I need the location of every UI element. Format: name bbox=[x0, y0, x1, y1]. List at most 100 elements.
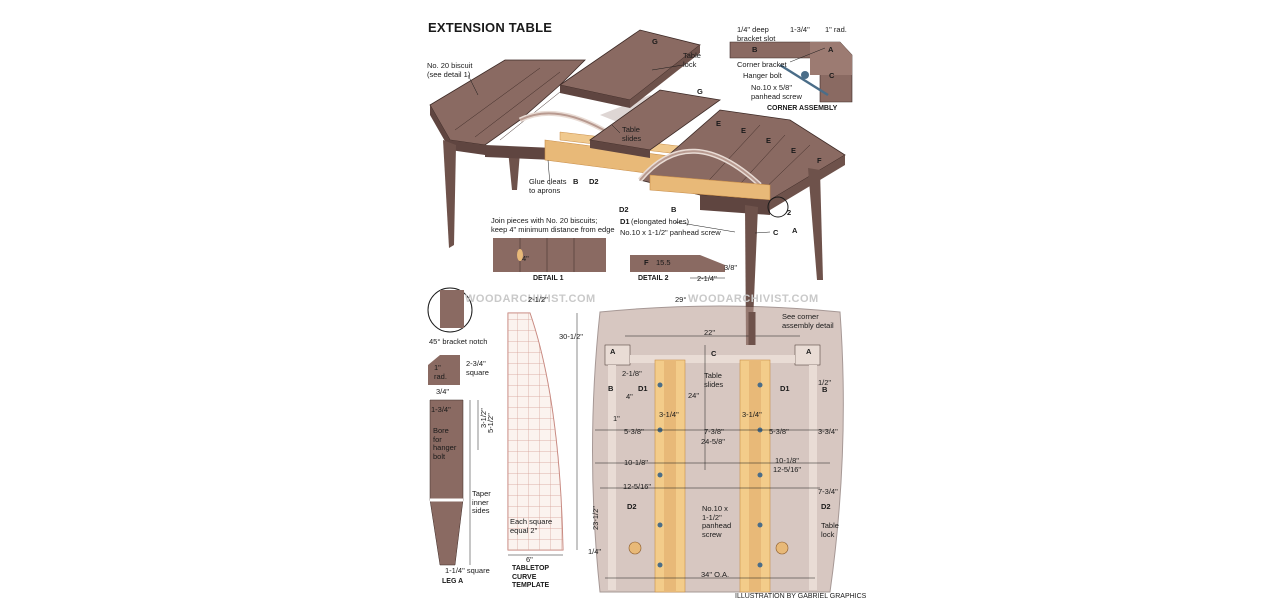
plan-dim-4: 4" bbox=[626, 392, 633, 401]
detail-2-dim2: 2-1/4" bbox=[697, 274, 717, 283]
plan-dim-2-1-8: 2-1/8" bbox=[622, 369, 642, 378]
plan-dim-1-2: 1/2" bbox=[818, 378, 832, 387]
curve-template-drawing bbox=[507, 312, 578, 556]
table-slides-label: Table slides bbox=[622, 125, 642, 143]
plan-part-d1-left: D1 bbox=[638, 384, 648, 393]
leg-right-back bbox=[808, 168, 823, 280]
template-caption: TABLETOP CURVE TEMPLATE bbox=[512, 565, 550, 589]
plan-dim-12-5-16a: 12-5/16" bbox=[623, 482, 652, 491]
template-note: Each square equal 2" bbox=[510, 517, 553, 535]
watermark-left: WOODARCHIVIST.COM bbox=[465, 293, 596, 305]
part-letter-g1: G bbox=[652, 37, 658, 46]
part-letter-d2a: D2 bbox=[589, 177, 599, 186]
plan-part-b-right: B bbox=[822, 385, 828, 394]
leg-notch-label: 45° bracket notch bbox=[429, 337, 488, 346]
plan-see-corner: See corner assembly detail bbox=[782, 312, 834, 330]
part-letter-e4: E bbox=[791, 146, 797, 155]
part-letter-c: C bbox=[773, 228, 779, 237]
plan-dim-5-3-8b: 5-3/8" bbox=[769, 427, 789, 436]
plan-overall-dim: 34" O.A. bbox=[701, 570, 730, 579]
detail-1-drawing bbox=[493, 238, 606, 272]
detail-2-dim3: 3/8" bbox=[724, 263, 738, 272]
part-letter-b1: B bbox=[573, 177, 579, 186]
corner-letter-b: B bbox=[752, 45, 758, 54]
template-grid bbox=[507, 312, 564, 551]
corner-bolt-label: Hanger bolt bbox=[743, 71, 782, 80]
detail-1-caption: DETAIL 1 bbox=[533, 275, 564, 282]
part-letter-e2: E bbox=[741, 126, 747, 135]
plan-part-d1-right: D1 bbox=[780, 384, 790, 393]
part-letter-g2: G bbox=[697, 87, 703, 96]
plan-lock-label: Table lock bbox=[821, 521, 839, 539]
part-letter-f: F bbox=[817, 156, 822, 165]
leg-bore-label: Bore for hanger bolt bbox=[433, 426, 457, 461]
leg-left-front bbox=[443, 140, 456, 248]
detail-2-caption: DETAIL 2 bbox=[638, 275, 669, 282]
corner-assembly-drawing bbox=[729, 41, 853, 103]
plan-dim-23-1-2: 23-1/2" bbox=[591, 506, 600, 530]
plan-part-c: C bbox=[711, 349, 717, 358]
corner-caption: CORNER ASSEMBLY bbox=[767, 105, 838, 112]
plan-dim-3-3-4: 3-3/4" bbox=[818, 427, 838, 436]
plan-part-a-left: A bbox=[610, 347, 616, 356]
plan-dim-10-1-8a: 10-1/8" bbox=[624, 458, 648, 467]
part-letter-b2: B bbox=[671, 205, 677, 214]
plan-part-b-left: B bbox=[608, 384, 614, 393]
part-letter-a: A bbox=[792, 226, 798, 235]
plan-dim-3-1-4b: 3-1/4" bbox=[742, 410, 762, 419]
plan-part-d2-left: D2 bbox=[627, 502, 637, 511]
part-letter-d2b: D2 bbox=[619, 205, 629, 214]
plan-dim-1: 1" bbox=[613, 414, 620, 423]
template-height-dim: 30-1/2" bbox=[559, 332, 583, 341]
plan-view-drawing bbox=[592, 305, 844, 593]
table-lock-label: Table lock bbox=[683, 51, 701, 69]
part-letter-e1: E bbox=[716, 119, 722, 128]
detail-2-drawing bbox=[630, 255, 725, 279]
part-letter-d1: D1 bbox=[620, 217, 630, 226]
plan-dim-7-3-4: 7-3/4" bbox=[818, 487, 838, 496]
leg-dim1-label: 1-3/4" bbox=[431, 405, 451, 414]
biscuit-label: No. 20 biscuit (see detail 1) bbox=[427, 61, 473, 79]
exploded-view bbox=[429, 29, 846, 345]
plan-dim-24-5-8: 24-5/8" bbox=[701, 437, 725, 446]
plan-dim-3-1-4a: 3-1/4" bbox=[659, 410, 679, 419]
detail-2-callout bbox=[767, 196, 789, 218]
detail-1-note: Join pieces with No. 20 biscuits; keep 4… bbox=[491, 216, 615, 234]
plan-part-d2-right: D2 bbox=[821, 502, 831, 511]
page-title: EXTENSION TABLE bbox=[428, 20, 553, 35]
leg-caption: LEG A bbox=[442, 578, 464, 585]
template-top-dim: 2-1/2" bbox=[528, 295, 548, 304]
left-leaf-top bbox=[429, 59, 586, 146]
corner-radius-label: 1" rad. bbox=[825, 25, 847, 34]
detail-number-2: 2 bbox=[787, 208, 792, 217]
plan-slides-label: Table slides bbox=[704, 371, 724, 389]
glue-cleats-label: Glue cleats to aprons bbox=[529, 177, 567, 195]
detail-2-dim1: 15.5 bbox=[656, 258, 671, 267]
leg-taper-label: Taper inner sides bbox=[472, 489, 491, 515]
plan-dim-10-1-8b: 10-1/8" bbox=[775, 456, 799, 465]
detail-1-dim: 4" bbox=[522, 254, 529, 263]
illustration-credit: ILLUSTRATION BY GABRIEL GRAPHICS bbox=[735, 593, 867, 600]
plan-angle: 29° bbox=[675, 295, 687, 304]
plan-dim-1-4: 1/4" bbox=[588, 547, 602, 556]
corner-letter-c: C bbox=[829, 71, 835, 80]
d1-note: (elongated holes) bbox=[631, 217, 689, 226]
plan-dim-5-3-8a: 5-3/8" bbox=[624, 427, 644, 436]
leg-dim3-label: 5-1/2" bbox=[486, 413, 495, 433]
plan-dim-24: 24" bbox=[688, 391, 700, 400]
corner-slot-label: 1/4" deep bracket slot bbox=[737, 25, 776, 43]
leg-width-label: 3/4" bbox=[436, 387, 450, 396]
plan-dim-7-3-8: 7-3/8" bbox=[704, 427, 724, 436]
corner-screw-label: No.10 x 5/8" panhead screw bbox=[751, 83, 802, 101]
plan-dim-12-5-16b: 12-5/16" bbox=[773, 465, 802, 474]
leg-square-label: 2-3/4" square bbox=[466, 359, 489, 377]
leg-left-back bbox=[508, 150, 520, 190]
leg-a-profile bbox=[429, 399, 464, 566]
corner-bracket-label: Corner bracket bbox=[737, 60, 787, 69]
template-width-dim: 6" bbox=[526, 555, 533, 564]
detail-2-part-f: F bbox=[644, 258, 649, 267]
watermark-right: WOODARCHIVIST.COM bbox=[688, 293, 819, 305]
plan-part-a-right: A bbox=[806, 347, 812, 356]
